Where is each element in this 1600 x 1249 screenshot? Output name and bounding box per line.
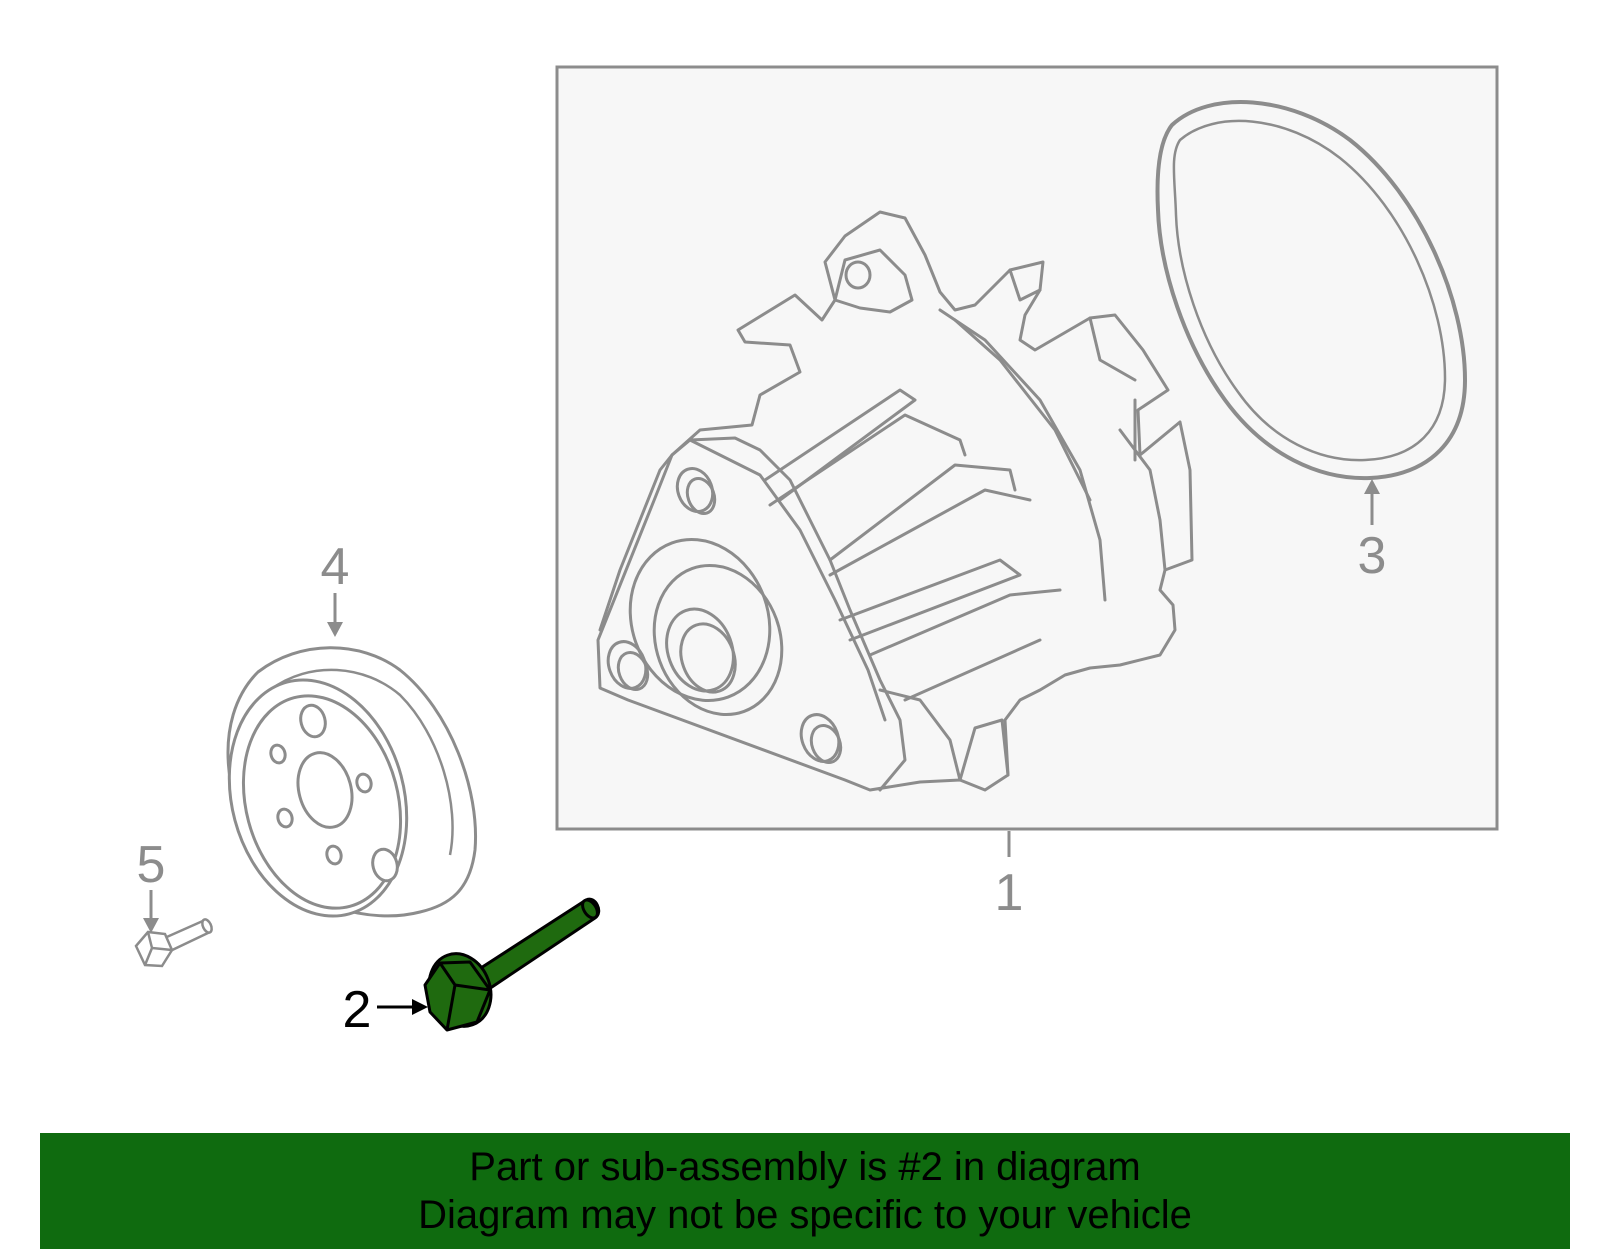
callout-2: 2 (343, 981, 372, 1039)
pulley-drawing (226, 646, 478, 918)
pulley-bolt-drawing (134, 918, 213, 968)
arrow-4 (327, 622, 343, 637)
banner-line-1: Part or sub-assembly is #2 in diagram (469, 1145, 1141, 1189)
arrow-3 (1364, 479, 1380, 494)
callout-1: 1 (995, 864, 1024, 922)
callout-leader-2 (377, 999, 428, 1015)
pump-bolt-drawing (423, 897, 601, 1032)
water-pump-drawing (596, 210, 1194, 792)
info-banner: Part or sub-assembly is #2 in diagram Di… (40, 1133, 1570, 1249)
callout-5: 5 (137, 836, 166, 894)
callout-3: 3 (1358, 527, 1387, 585)
banner-line-2: Diagram may not be specific to your vehi… (418, 1193, 1192, 1237)
gasket-drawing (1155, 100, 1468, 481)
callout-4: 4 (321, 538, 350, 596)
arrow-5 (143, 918, 159, 933)
callout-leaders (143, 479, 1380, 933)
